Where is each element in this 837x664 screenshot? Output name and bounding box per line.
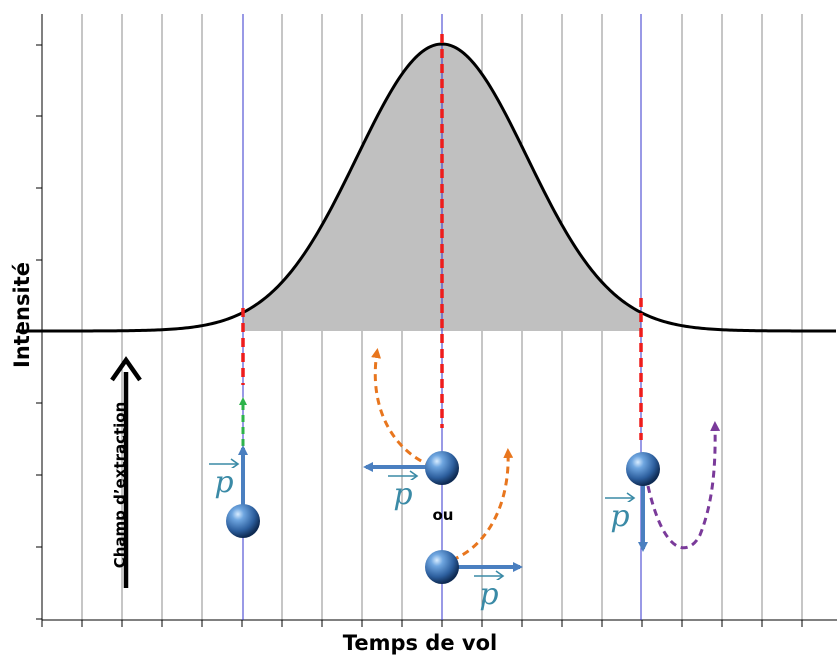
- momentum-label-center-top: p: [383, 470, 423, 512]
- purple-trajectory: [646, 421, 721, 550]
- extraction-field-arrowhead: [110, 356, 142, 382]
- momentum-symbol: p: [214, 465, 234, 500]
- ion-ball-center-top: [425, 451, 459, 485]
- momentum-label-center-bottom: p: [469, 570, 509, 612]
- momentum-symbol: p: [393, 477, 413, 512]
- ion-ball-left: [226, 504, 260, 538]
- orange-trajectory-bottom: [451, 448, 514, 562]
- vector-arrow-icon: [209, 458, 240, 468]
- gaussian-curve: [16, 42, 836, 333]
- y-axis-label: Intensité: [10, 262, 34, 368]
- vector-arrow-icon: [474, 570, 505, 580]
- ion-ball-right: [626, 452, 660, 486]
- orange-trajectory-top: [371, 348, 433, 468]
- vector-arrow-icon: [388, 470, 419, 480]
- x-axis-label: Temps de vol: [342, 631, 498, 655]
- or-label: ou: [432, 506, 454, 524]
- momentum-label-right: p: [600, 492, 640, 534]
- ion-ball-center-bottom: [425, 550, 459, 584]
- x-ticks: [41, 620, 803, 627]
- extraction-field-label: Champ d’extraction: [111, 401, 129, 569]
- momentum-label-left: p: [204, 458, 244, 500]
- momentum-symbol: p: [610, 499, 630, 534]
- momentum-symbol: p: [479, 577, 499, 612]
- vector-arrow-icon: [605, 492, 636, 502]
